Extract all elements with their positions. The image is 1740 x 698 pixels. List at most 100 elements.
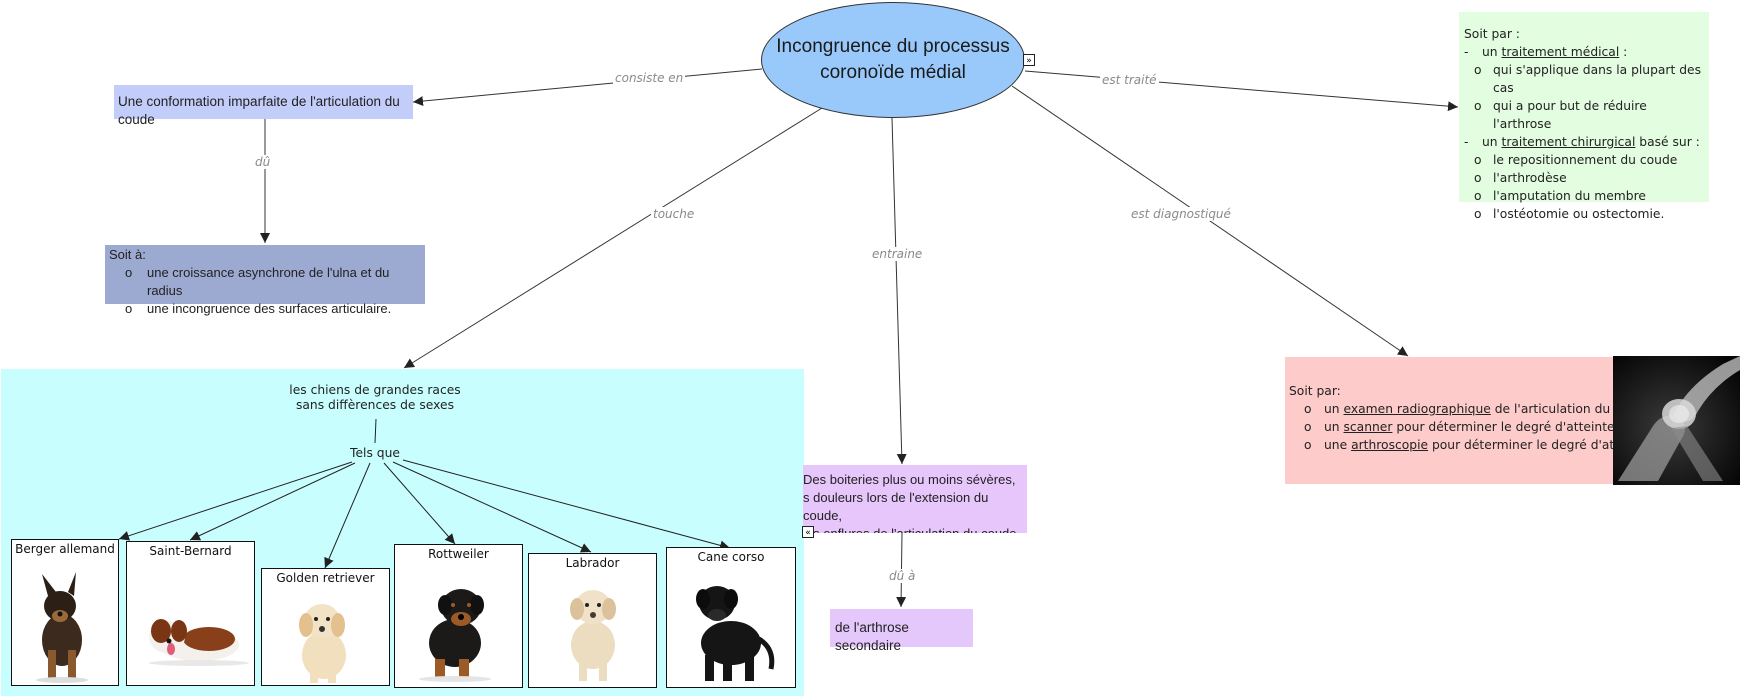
breed-card-rottweiler[interactable]: Rottweiler bbox=[394, 544, 523, 688]
bullet-icon: o bbox=[125, 265, 133, 280]
treatment-medical-post: : bbox=[1619, 45, 1628, 59]
diagnosis-item-link[interactable]: scanner bbox=[1343, 420, 1393, 434]
diagnosis-item-link[interactable]: arthroscopie bbox=[1351, 438, 1429, 452]
bullet-icon: o bbox=[1474, 99, 1482, 113]
breed-card-labrador[interactable]: Labrador bbox=[528, 553, 657, 688]
breed-name: Labrador bbox=[565, 556, 620, 570]
treatment-medical-pre: un bbox=[1482, 45, 1502, 59]
symptoms-line: s douleurs lors de l'extension du coude, bbox=[803, 490, 989, 523]
rottweiler-puppy-photo bbox=[419, 589, 491, 682]
symptoms-line: Des boiteries plus ou moins sévères, bbox=[803, 472, 1016, 487]
diagnosis-item-pre: un bbox=[1324, 402, 1344, 416]
symptoms-node[interactable]: Des boiteries plus ou moins sévères, s d… bbox=[803, 465, 1027, 533]
expand-toggle-icon[interactable]: » bbox=[1023, 54, 1035, 66]
bullet-icon: o bbox=[1474, 63, 1482, 77]
german-shepherd-puppy-photo bbox=[36, 572, 88, 683]
label-du: dû bbox=[253, 155, 273, 169]
conformation-node[interactable]: Une conformation imparfaite de l'articul… bbox=[114, 85, 413, 127]
central-concept[interactable]: Incongruence du processus coronoïde médi… bbox=[761, 2, 1025, 118]
elbow-xray-image bbox=[1613, 356, 1740, 485]
link-rottweiler bbox=[383, 462, 456, 545]
tels-que-label: Tels que bbox=[350, 446, 400, 460]
breed-name: Berger allemand bbox=[15, 542, 115, 556]
treatment-medical-link[interactable]: traitement médical bbox=[1501, 45, 1620, 59]
label-entraine: entraine bbox=[870, 247, 925, 261]
treatment-surgical-item: o le repositionnement du coude bbox=[1464, 151, 1705, 169]
treatment-surgical-item-text: l'amputation du membre bbox=[1493, 189, 1646, 203]
soit-a-item: o une incongruence des surfaces articula… bbox=[109, 300, 421, 318]
bullet-icon: o bbox=[125, 301, 133, 316]
golden-retriever-puppy-photo bbox=[299, 604, 346, 683]
central-concept-line1: Incongruence du processus bbox=[776, 36, 1010, 57]
diagnosis-item: o un scanner pour déterminer le degré d'… bbox=[1289, 418, 1740, 436]
label-consiste-en: consiste en bbox=[613, 71, 686, 85]
soit-a-item-text: une incongruence des surfaces articulair… bbox=[147, 301, 392, 316]
treatment-surgical-pre: un bbox=[1482, 135, 1502, 149]
label-touche: touche bbox=[651, 207, 697, 221]
diagnosis-item-post: pour déterminer le degré d'atteinte bbox=[1392, 420, 1615, 434]
treatment-title: Soit par : bbox=[1464, 27, 1520, 41]
link-entraine bbox=[891, 117, 907, 465]
treatment-node[interactable]: Soit par : - un traitement médical : o q… bbox=[1459, 12, 1709, 221]
symptoms-line: les enflures de l'articulation du coude bbox=[803, 525, 1027, 533]
breed-name: Rottweiler bbox=[428, 547, 489, 561]
arthrose-text: de l'arthrose secondaire bbox=[835, 620, 909, 653]
breed-name: Cane corso bbox=[697, 550, 765, 564]
treatment-medical-item-text: qui a pour but de réduire l'arthrose bbox=[1493, 99, 1647, 131]
treatment-medical-item: o qui a pour but de réduire l'arthrose bbox=[1464, 97, 1705, 133]
breed-card-cane-corso[interactable]: Cane corso bbox=[666, 547, 796, 688]
treatment-surgical: - un traitement chirurgical basé sur : bbox=[1464, 133, 1705, 151]
breed-card-berger-allemand[interactable]: Berger allemand bbox=[11, 539, 119, 686]
cane-corso-puppy-photo bbox=[696, 586, 775, 681]
bullet-icon: o bbox=[1474, 207, 1482, 221]
treatment-surgical-item-text: l'ostéotomie ou ostectomie. bbox=[1493, 207, 1665, 221]
bullet-icon: o bbox=[1474, 171, 1482, 185]
breeds-intro-line1: les chiens de grandes races bbox=[289, 383, 461, 397]
treatment-medical: - un traitement médical : bbox=[1464, 43, 1705, 61]
labrador-puppy-photo bbox=[570, 590, 616, 681]
bullet-icon: o bbox=[1304, 420, 1312, 434]
dash-icon: - bbox=[1464, 45, 1469, 59]
link-est-diagnostique bbox=[1011, 85, 1409, 357]
bullet-icon: o bbox=[1474, 153, 1482, 167]
treatment-surgical-item: o l'ostéotomie ou ostectomie. bbox=[1464, 205, 1705, 223]
diagnosis-item: o un examen radiographique de l'articula… bbox=[1289, 400, 1740, 418]
bullet-icon: o bbox=[1304, 402, 1312, 416]
soit-a-title: Soit à: bbox=[109, 247, 146, 262]
link-cane-corso bbox=[402, 459, 731, 551]
treatment-surgical-item-text: l'arthrodèse bbox=[1493, 171, 1567, 185]
treatment-surgical-item-text: le repositionnement du coude bbox=[1493, 153, 1678, 167]
link-labrador bbox=[392, 461, 592, 553]
arthrose-node[interactable]: de l'arthrose secondaire bbox=[830, 609, 973, 653]
treatment-medical-item: o qui s'applique dans la plupart des cas bbox=[1464, 61, 1705, 97]
label-est-traite: est traité bbox=[1100, 73, 1159, 87]
soit-a-node[interactable]: Soit à: o une croissance asynchrone de l… bbox=[105, 245, 425, 316]
collapse-toggle-icon[interactable]: « bbox=[802, 526, 814, 538]
label-du-a: dû à bbox=[887, 569, 918, 583]
label-est-diagnostique: est diagnostiqué bbox=[1129, 207, 1233, 221]
link-intro-to-tels bbox=[374, 418, 377, 444]
bullet-icon: o bbox=[1304, 438, 1312, 452]
diagnosis-item-pre: une bbox=[1324, 438, 1352, 452]
diagnosis-item-link[interactable]: examen radiographique bbox=[1343, 402, 1491, 416]
treatment-medical-item-text: qui s'applique dans la plupart des cas bbox=[1493, 63, 1701, 95]
soit-a-item: o une croissance asynchrone de l'ulna et… bbox=[109, 264, 421, 300]
dash-icon: - bbox=[1464, 135, 1469, 149]
diagnosis-title: Soit par: bbox=[1289, 384, 1341, 398]
link-golden bbox=[324, 462, 371, 569]
link-consiste-en bbox=[412, 68, 763, 107]
breed-name: Saint-Bernard bbox=[149, 544, 232, 558]
link-berger bbox=[118, 461, 353, 541]
breed-card-golden-retriever[interactable]: Golden retriever bbox=[261, 568, 390, 686]
breed-card-saint-bernard[interactable]: Saint-Bernard bbox=[126, 541, 255, 686]
link-touche bbox=[403, 107, 823, 369]
treatment-surgical-link[interactable]: traitement chirurgical bbox=[1501, 135, 1636, 149]
diagnosis-item-pre: un bbox=[1324, 420, 1344, 434]
treatment-surgical-item: o l'arthrodèse bbox=[1464, 169, 1705, 187]
saint-bernard-puppy-photo bbox=[149, 619, 249, 666]
link-est-traite bbox=[1024, 70, 1459, 112]
conformation-text: Une conformation imparfaite de l'articul… bbox=[118, 94, 400, 127]
treatment-surgical-item: o l'amputation du membre bbox=[1464, 187, 1705, 205]
